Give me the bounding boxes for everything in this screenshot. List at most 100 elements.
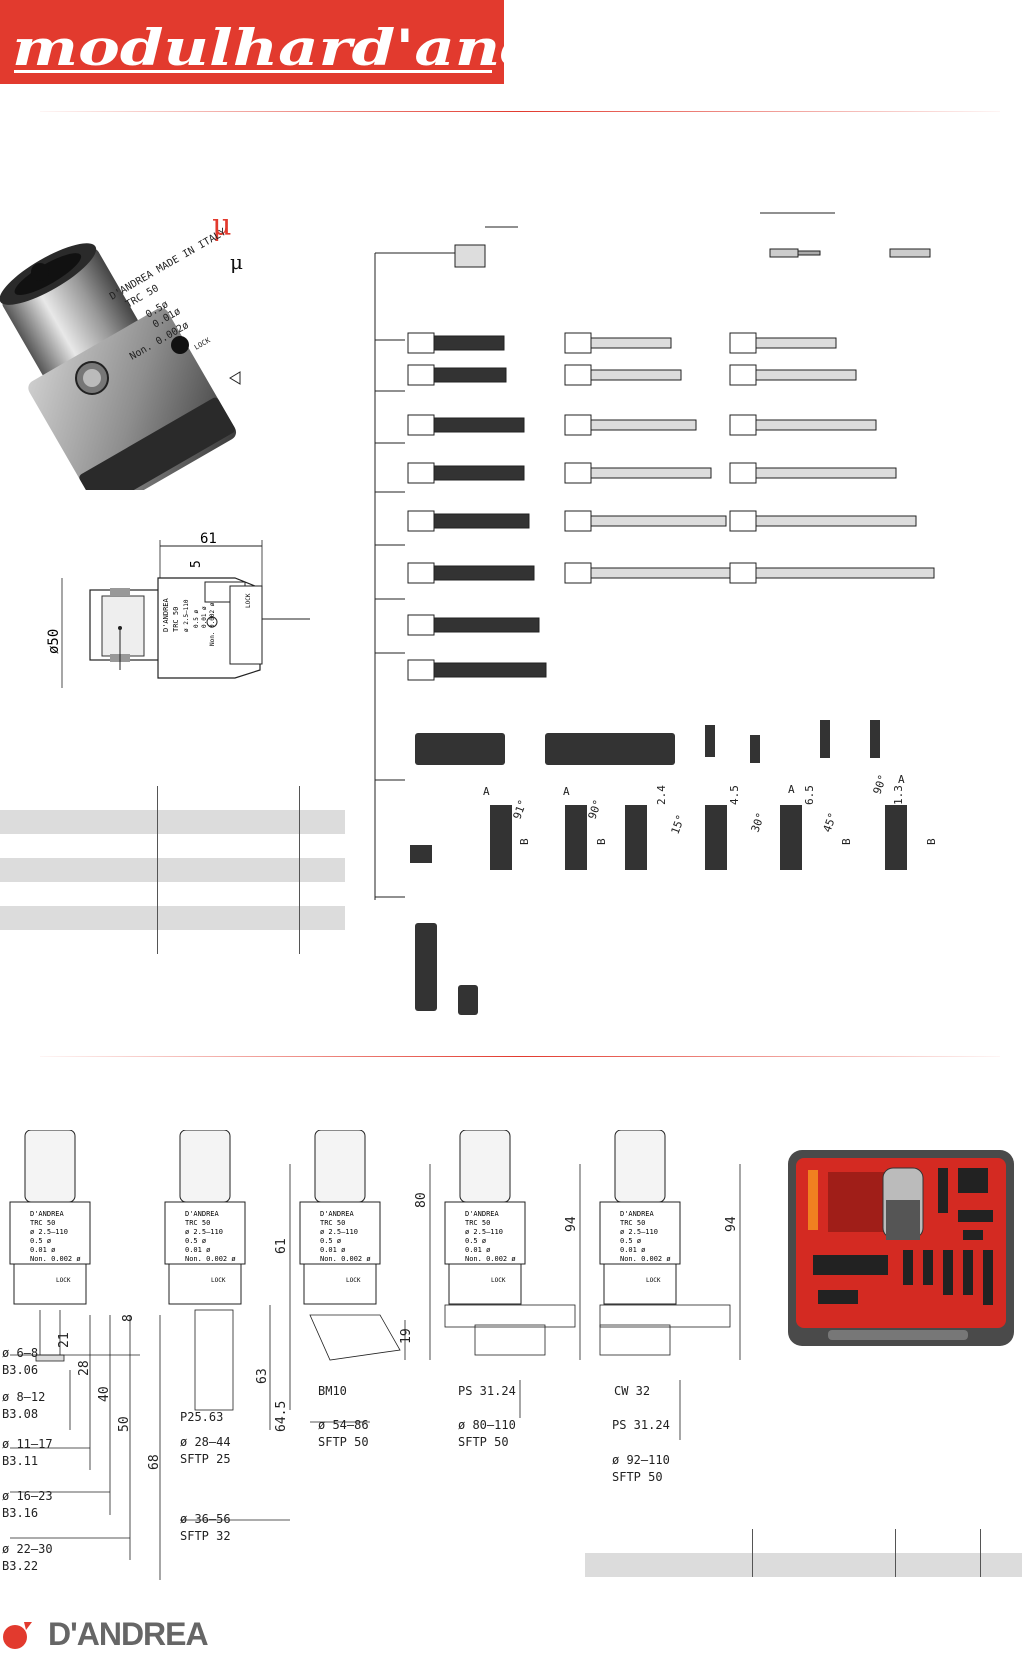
boring-bar: [729, 462, 897, 484]
head-marking-lock: LOCK: [646, 1277, 661, 1284]
logo-underline: [14, 70, 492, 73]
head-marking: D'ANDREA: [320, 1210, 355, 1218]
head-marking: Non. 0.002 ø: [30, 1255, 81, 1263]
head-marking: TRC 50: [320, 1219, 345, 1227]
a5-item-code-1: PS 31.24: [612, 1418, 670, 1432]
svg-text:8: 8: [121, 1314, 136, 1322]
head-marking: TRC 50: [30, 1219, 55, 1227]
svg-text:A: A: [483, 785, 490, 798]
svg-text:63: 63: [255, 1368, 270, 1384]
svg-text:6.5: 6.5: [803, 785, 816, 805]
svg-text:A: A: [563, 785, 570, 798]
a4-item-code-0: PS 31.24: [458, 1384, 516, 1398]
boring-head-photo: D'ANDREA MADE IN ITALY TRC 50 0.5ø 0.01ø…: [0, 227, 241, 490]
head-marking: TRC 50: [465, 1219, 490, 1227]
boring-bar: [564, 332, 672, 354]
drawing-marking-brand: D'ANDREA: [162, 597, 170, 632]
a1-item-dia-0: ø 6–8: [2, 1346, 39, 1360]
brand-logo-text: modulhard'andrea: [12, 18, 658, 77]
a1-item-code-0: B3.06: [2, 1363, 39, 1377]
triangle-icon: [229, 371, 241, 385]
head-marking: ø 2.5–110: [320, 1228, 358, 1236]
a2-item-dia-1: ø 28–44: [180, 1435, 231, 1449]
svg-text:61: 61: [274, 1238, 289, 1254]
micron-symbol-small: μ: [230, 250, 243, 274]
dim-5: 5: [189, 560, 204, 568]
bottom-spec-table: [585, 1529, 1022, 1577]
head-marking: Non. 0.002 ø: [465, 1255, 516, 1263]
svg-text:30°: 30°: [749, 811, 768, 834]
head-marking: TRC 50: [620, 1219, 645, 1227]
dim-diameter-50: ø50: [46, 629, 62, 654]
a3-item-code-0: BM10: [318, 1384, 347, 1398]
head-marking: 0.01 ø: [185, 1246, 211, 1254]
a1-item-dia-1: ø 8–12: [2, 1390, 46, 1404]
boring-bar: [407, 659, 547, 681]
svg-text:28: 28: [77, 1360, 92, 1376]
a1-item-dia-3: ø 16–23: [2, 1489, 53, 1503]
a2-item-code-2: SFTP 32: [180, 1529, 231, 1543]
head-marking-lock: LOCK: [56, 1277, 71, 1284]
head-marking: TRC 50: [185, 1219, 210, 1227]
svg-text:4.5: 4.5: [728, 785, 741, 805]
boring-bar: [564, 364, 682, 386]
tool-tree-diagram: 91° 90° 15° 30° 45° 90° A A B B 2.4 4.5 …: [374, 212, 938, 1015]
tool-kit-case-photo: [788, 1150, 1014, 1346]
photo-marking-brand: D'ANDREA MADE IN ITALY: [108, 227, 228, 303]
svg-text:15°: 15°: [669, 813, 688, 836]
svg-text:50: 50: [117, 1416, 132, 1432]
a1-item-dia-2: ø 11–17: [2, 1437, 53, 1451]
svg-text:94: 94: [564, 1216, 579, 1232]
footer-brand: D'ANDREA: [48, 1616, 209, 1652]
boring-bar: [729, 364, 857, 386]
spec-table: [0, 786, 345, 954]
head-marking: 0.01 ø: [320, 1246, 346, 1254]
svg-text:A: A: [898, 773, 905, 786]
boring-bar: [407, 614, 540, 636]
svg-text:90°: 90°: [871, 773, 890, 796]
a2-item-dia-2: ø 36–56: [180, 1512, 231, 1526]
drawing-marking-step: 0.5 ø: [193, 610, 200, 628]
middle-divider: [40, 1056, 1000, 1057]
a5-item-code-0: CW 32: [614, 1384, 651, 1398]
head-marking: Non. 0.002 ø: [620, 1255, 671, 1263]
head-marking-lock: LOCK: [211, 1277, 226, 1284]
head-marking: Non. 0.002 ø: [185, 1255, 236, 1263]
boring-bar: [407, 562, 535, 584]
svg-text:B: B: [595, 838, 608, 845]
drawing-marking-fine: 0.01 ø: [201, 606, 208, 628]
drawing-marking-range: ø 2.5–110: [183, 599, 190, 632]
a3-item-dia-1: ø 54–86: [318, 1418, 369, 1432]
svg-text:B: B: [518, 838, 531, 845]
drawing-marking-nonius: Non. 0.002 ø: [209, 602, 216, 646]
a2-item-code-0: P25.63: [180, 1410, 224, 1424]
boring-head-drawing: 61 5 ø50 D'ANDREA TRC 50 ø 2.5–110 0.5 ø…: [46, 531, 310, 688]
a1-item-code-2: B3.11: [2, 1454, 39, 1468]
drawing-marking-model: TRC 50: [172, 607, 180, 632]
svg-text:A: A: [788, 783, 795, 796]
head-marking: 0.5 ø: [30, 1237, 52, 1245]
svg-text:B: B: [925, 838, 938, 845]
drawing-marking-lock: LOCK: [245, 593, 252, 608]
boring-bar: [407, 414, 525, 436]
head-marking-lock: LOCK: [491, 1277, 506, 1284]
svg-text:64.5: 64.5: [274, 1401, 289, 1432]
svg-text:94: 94: [724, 1216, 739, 1232]
head-marking: D'ANDREA: [185, 1210, 220, 1218]
head-marking: D'ANDREA: [465, 1210, 500, 1218]
svg-text:2.4: 2.4: [655, 785, 668, 805]
boring-bar: [564, 462, 712, 484]
head-marking: 0.01 ø: [30, 1246, 56, 1254]
head-marking: ø 2.5–110: [30, 1228, 68, 1236]
head-marking: 0.5 ø: [185, 1237, 207, 1245]
micron-symbol-large: μ: [212, 208, 232, 243]
dim-61: 61: [200, 531, 217, 547]
a1-item-dia-4: ø 22–30: [2, 1542, 53, 1556]
head-marking: Non. 0.002 ø: [320, 1255, 371, 1263]
svg-text:91°: 91°: [511, 798, 530, 821]
boring-bar: [729, 510, 917, 532]
head-marking: ø 2.5–110: [185, 1228, 223, 1236]
